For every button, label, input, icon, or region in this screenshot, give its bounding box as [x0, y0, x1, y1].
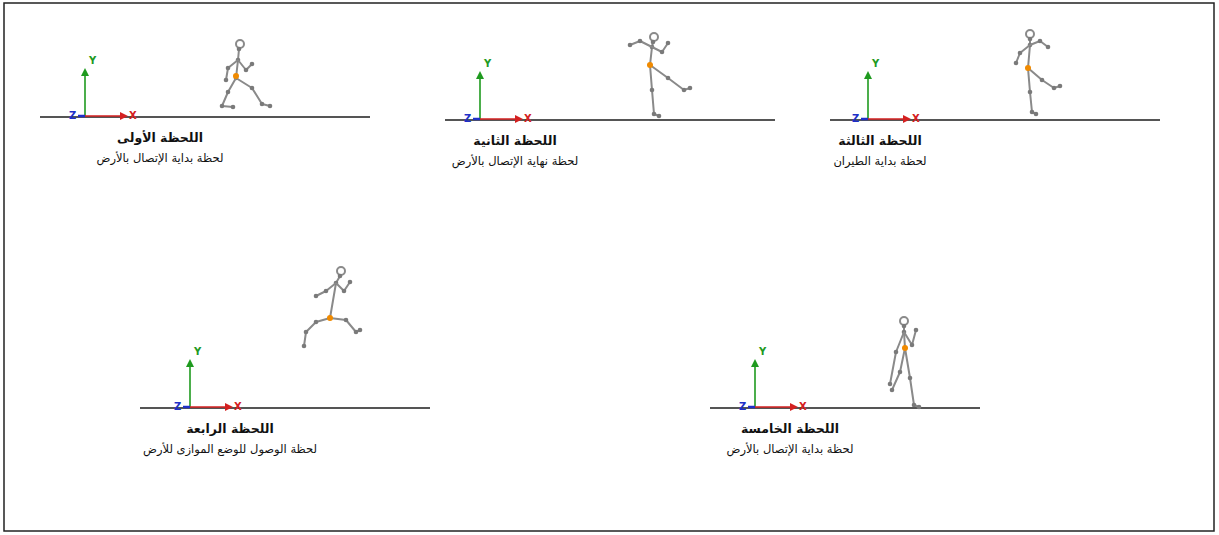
moment-caption: لحظة بداية الطيران — [833, 155, 926, 169]
axis-label: Z — [69, 110, 76, 122]
axis-label: Y — [194, 346, 201, 358]
moment-caption: لحظة الوصول للوضع الموازى للأرض — [143, 443, 317, 457]
moment-caption: لحظة نهاية الإتصال بالأرض — [452, 155, 578, 169]
ground-lines — [40, 117, 1160, 408]
moment-title: اللحظة الخامسة — [741, 421, 839, 436]
axes — [78, 70, 909, 407]
axis-label: X — [799, 401, 807, 413]
moment-title: اللحظة الثانية — [473, 133, 556, 148]
moment-caption: لحظة بداية الإتصال بالأرض — [727, 443, 854, 457]
moment-title: اللحظة الثالثة — [838, 133, 921, 148]
moment-title: اللحظة الأولى — [117, 130, 203, 145]
moment-title: اللحظة الرابعة — [186, 421, 274, 436]
stick-figure — [630, 33, 690, 116]
moment-caption: لحظة بداية الإتصال بالأرض — [97, 152, 224, 166]
axis-label: X — [912, 113, 920, 125]
axis-label: X — [234, 401, 242, 413]
stick-figures — [222, 30, 1060, 407]
stick-figure — [890, 317, 919, 407]
axis-label: X — [129, 110, 137, 122]
axis-label: Z — [739, 401, 746, 413]
frame — [4, 3, 1214, 531]
stick-figure — [222, 40, 270, 107]
axis-label: Y — [759, 346, 766, 358]
axis-label: Y — [89, 55, 96, 67]
stick-figure — [1016, 30, 1060, 114]
stick-figure — [304, 267, 360, 346]
axis-label: Z — [174, 401, 181, 413]
axis-label: Y — [484, 58, 491, 70]
axis-label: Y — [872, 58, 879, 70]
axis-label: Z — [464, 113, 471, 125]
axis-label: Z — [852, 113, 859, 125]
axis-label: X — [524, 113, 532, 125]
